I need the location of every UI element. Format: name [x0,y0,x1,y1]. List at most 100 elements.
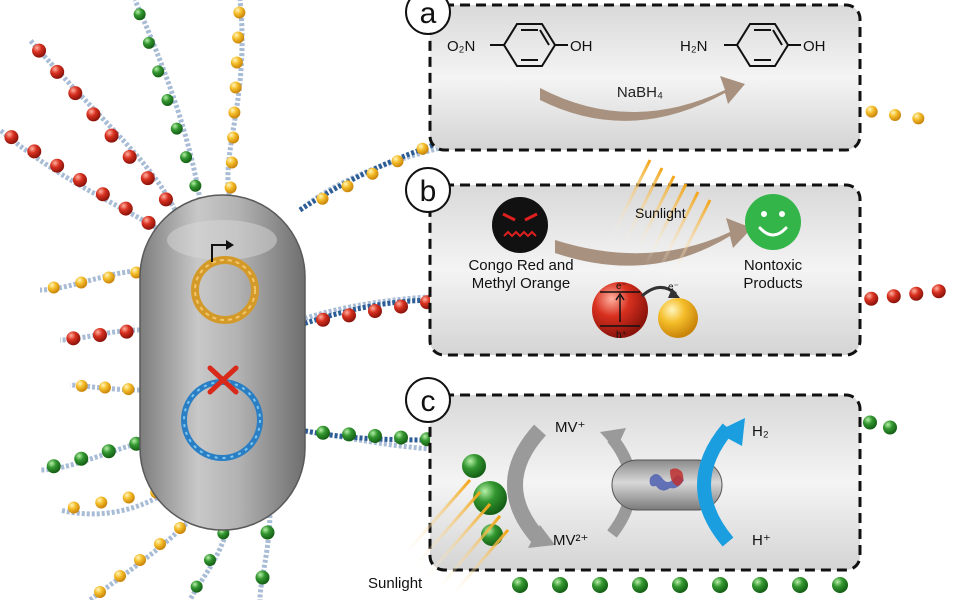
particle [74,451,89,466]
particle [50,158,65,173]
particle [632,577,648,593]
panel-c: c MV⁺ MV²⁺ H₂ H⁺ [405,377,862,572]
degradation-arrow [555,218,752,266]
particle [119,324,134,339]
particle [27,144,42,159]
particle [342,427,356,442]
particle [75,276,88,289]
particle [130,266,143,279]
particle [158,192,173,207]
hydrogen-label: H₂ [752,423,769,440]
particle [122,491,135,504]
panel-a: a O₂N OH H₂N OH NaBH₄ [405,0,862,152]
panel-c-badge [405,377,451,423]
particle [255,570,270,585]
particle [68,86,83,101]
particle [394,299,408,314]
particle [889,109,901,121]
smiley-face-icon [745,194,801,250]
particle [230,56,243,69]
particle [95,187,110,202]
particle [170,122,183,135]
particle [66,331,81,346]
hydrogen-evolution-arrow [697,423,734,547]
panel-b: b Congo Red and Methyl Orange Sunlight [405,159,862,357]
particle [224,181,237,194]
panel-a-badge [405,0,451,35]
particle [122,149,137,164]
green-particle [473,481,507,515]
particle [394,430,408,445]
particle [46,459,61,474]
reaction-arrow [540,76,745,121]
particle [416,142,429,155]
particle [342,308,356,323]
particle [190,580,203,593]
particle [204,554,216,566]
particle [931,284,946,299]
angry-face-icon [492,197,548,253]
particle [140,171,155,186]
particle [909,286,924,301]
product-label-line1: Nontoxic [744,257,803,274]
green-particle [462,454,486,478]
sunlight-rays-icon [608,159,712,281]
aminophenol-structure [724,23,801,67]
particle [75,379,88,392]
hydrogenase-cell [611,459,723,511]
particle [368,304,382,318]
particle [122,383,135,396]
electron-label: e⁻ [616,281,627,292]
dye-label-line1: Congo Red and [468,257,573,274]
particle [154,538,166,550]
amino-group-label: H₂N [680,38,708,55]
particle [366,167,379,180]
particle [233,6,246,19]
particle [712,577,728,593]
particle [391,155,404,168]
particle [102,271,115,284]
particle [792,577,808,593]
hole-label: h⁺ [616,330,627,341]
particle [512,577,528,593]
nitrophenol-structure [490,23,568,67]
particle [225,156,238,169]
reagent-label: NaBH₄ [617,84,663,101]
particle [189,179,202,192]
particle [73,173,87,187]
bottom-sunlight-rays-icon [398,479,510,600]
particle [832,577,848,593]
particle [672,577,688,593]
particle [863,415,877,430]
particle [142,36,155,49]
particle [47,281,60,294]
sunlight-label-b: Sunlight [635,205,686,221]
particle [50,64,65,79]
particle [883,420,897,435]
particle [134,554,146,566]
particle [552,577,568,593]
particle [228,106,241,119]
hydroxyl-label-left: OH [570,38,593,55]
hydroxyl-label-right: OH [803,38,826,55]
particle [104,128,119,143]
particle [886,289,901,304]
particle [86,107,101,122]
svg-text:a: a [420,0,437,30]
particle [368,429,382,443]
particle [174,522,186,534]
particle [118,201,133,216]
particle [341,180,354,193]
semiconductor-particle: e⁻ h⁺ [592,281,648,341]
proton-label: H⁺ [752,532,771,549]
particle [227,131,240,144]
particle [99,381,111,394]
gold-nanoparticle [658,298,698,338]
particle [67,501,80,514]
particle [316,425,330,440]
particle [260,525,275,540]
particle [133,8,146,21]
particle [180,151,193,164]
dye-label-line2: Methyl Orange [472,275,570,292]
